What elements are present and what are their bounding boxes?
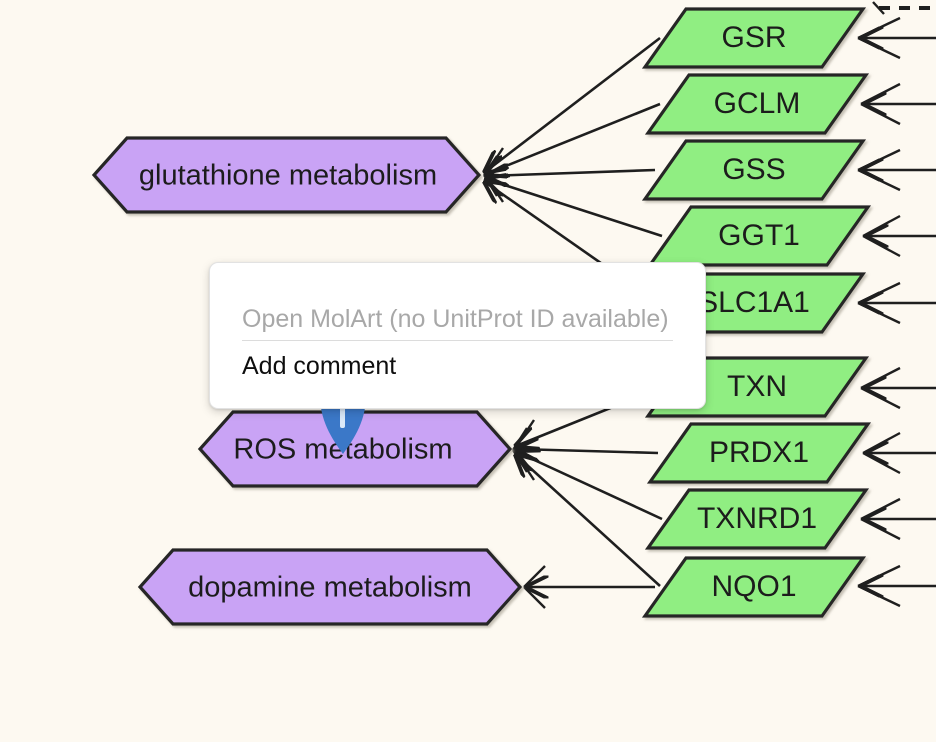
context-menu-item-add-comment[interactable]: Add comment [242, 352, 397, 380]
gene-node-ggt1[interactable]: GGT1 [646, 205, 872, 267]
edge-nqo1-to-ros[interactable] [516, 455, 661, 587]
gene-node-gclm[interactable]: GCLM [644, 73, 870, 135]
pathway-node-dopamine-metabolism-label: dopamine metabolism [188, 572, 472, 604]
edge-gclm-to-glutathione[interactable] [486, 102, 661, 174]
gene-node-gclm-label: GCLM [714, 87, 801, 120]
pathway-node-dopamine-metabolism[interactable]: dopamine metabolism [137, 548, 523, 626]
gene-node-gsr-label: GSR [721, 21, 786, 54]
gene-node-txn-label: TXN [727, 370, 787, 403]
edge-fan-decorations [482, 16, 901, 609]
dashed-connector-tail [872, 1, 885, 15]
gene-node-prdx1[interactable]: PRDX1 [646, 422, 872, 484]
pathway-node-glutathione-metabolism[interactable]: glutathione metabolism [91, 136, 482, 214]
gene-node-txnrd1[interactable]: TXNRD1 [644, 488, 870, 550]
pathway-node-glutathione-metabolism-label: glutathione metabolism [139, 160, 437, 192]
edge-ggt1-to-glutathione[interactable] [486, 179, 663, 238]
context-menu-item-open-molart: Open MolArt (no UnitProt ID available) [242, 307, 673, 341]
context-menu[interactable]: Open MolArt (no UnitProt ID available) A… [209, 262, 706, 409]
gene-node-slc1a1-label: SLC1A1 [698, 286, 810, 319]
gene-node-gsr[interactable]: GSR [641, 7, 867, 69]
gene-node-nqo1[interactable]: NQO1 [641, 556, 867, 618]
edge-gsr-to-glutathione[interactable] [485, 36, 661, 172]
gene-node-nqo1-label: NQO1 [711, 570, 796, 603]
edge-gss-to-glutathione[interactable] [487, 170, 656, 176]
gene-node-gss-label: GSS [722, 153, 785, 186]
gene-node-prdx1-label: PRDX1 [709, 436, 809, 469]
gene-node-gss[interactable]: GSS [641, 139, 867, 201]
pathway-node-layer[interactable]: glutathione metabolism ROS metabolism do… [91, 136, 523, 626]
gene-node-txnrd1-label: TXNRD1 [697, 502, 817, 535]
edge-txnrd1-to-ros[interactable] [517, 452, 663, 521]
gene-node-ggt1-label: GGT1 [718, 219, 800, 252]
edge-prdx1-to-ros[interactable] [517, 449, 659, 453]
gene-node-layer[interactable]: GSR GCLM GSS GGT1 SLC1A1 TXN [641, 7, 872, 618]
